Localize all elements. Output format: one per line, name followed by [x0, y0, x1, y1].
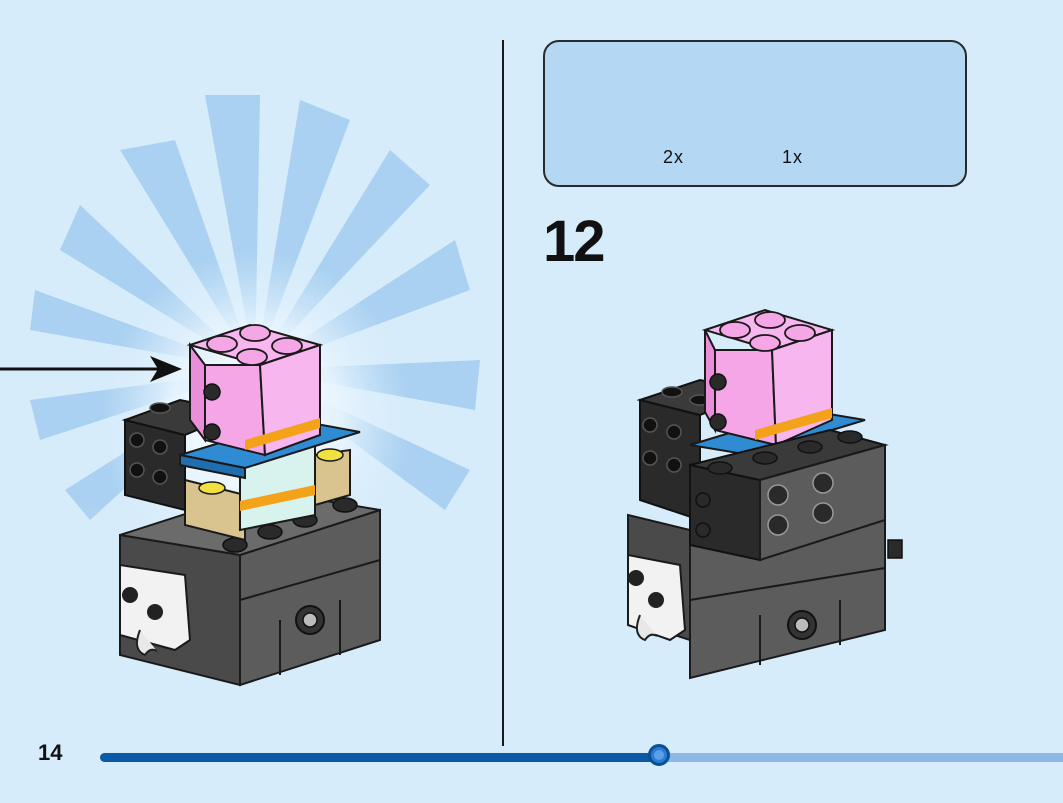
page-divider [502, 40, 504, 746]
progress-knob [648, 744, 670, 766]
progress-bar [100, 744, 1063, 766]
insertion-arrow [0, 356, 182, 382]
previous-step-model [119, 323, 381, 687]
step-number: 12 [543, 209, 605, 274]
part-quantity-1: 2x [663, 147, 685, 167]
step-12-model [627, 308, 903, 680]
progress-fill [100, 753, 659, 762]
part-quantity-2: 1x [782, 147, 804, 167]
page-number: 14 [38, 740, 63, 765]
parts-list-box [543, 40, 967, 187]
